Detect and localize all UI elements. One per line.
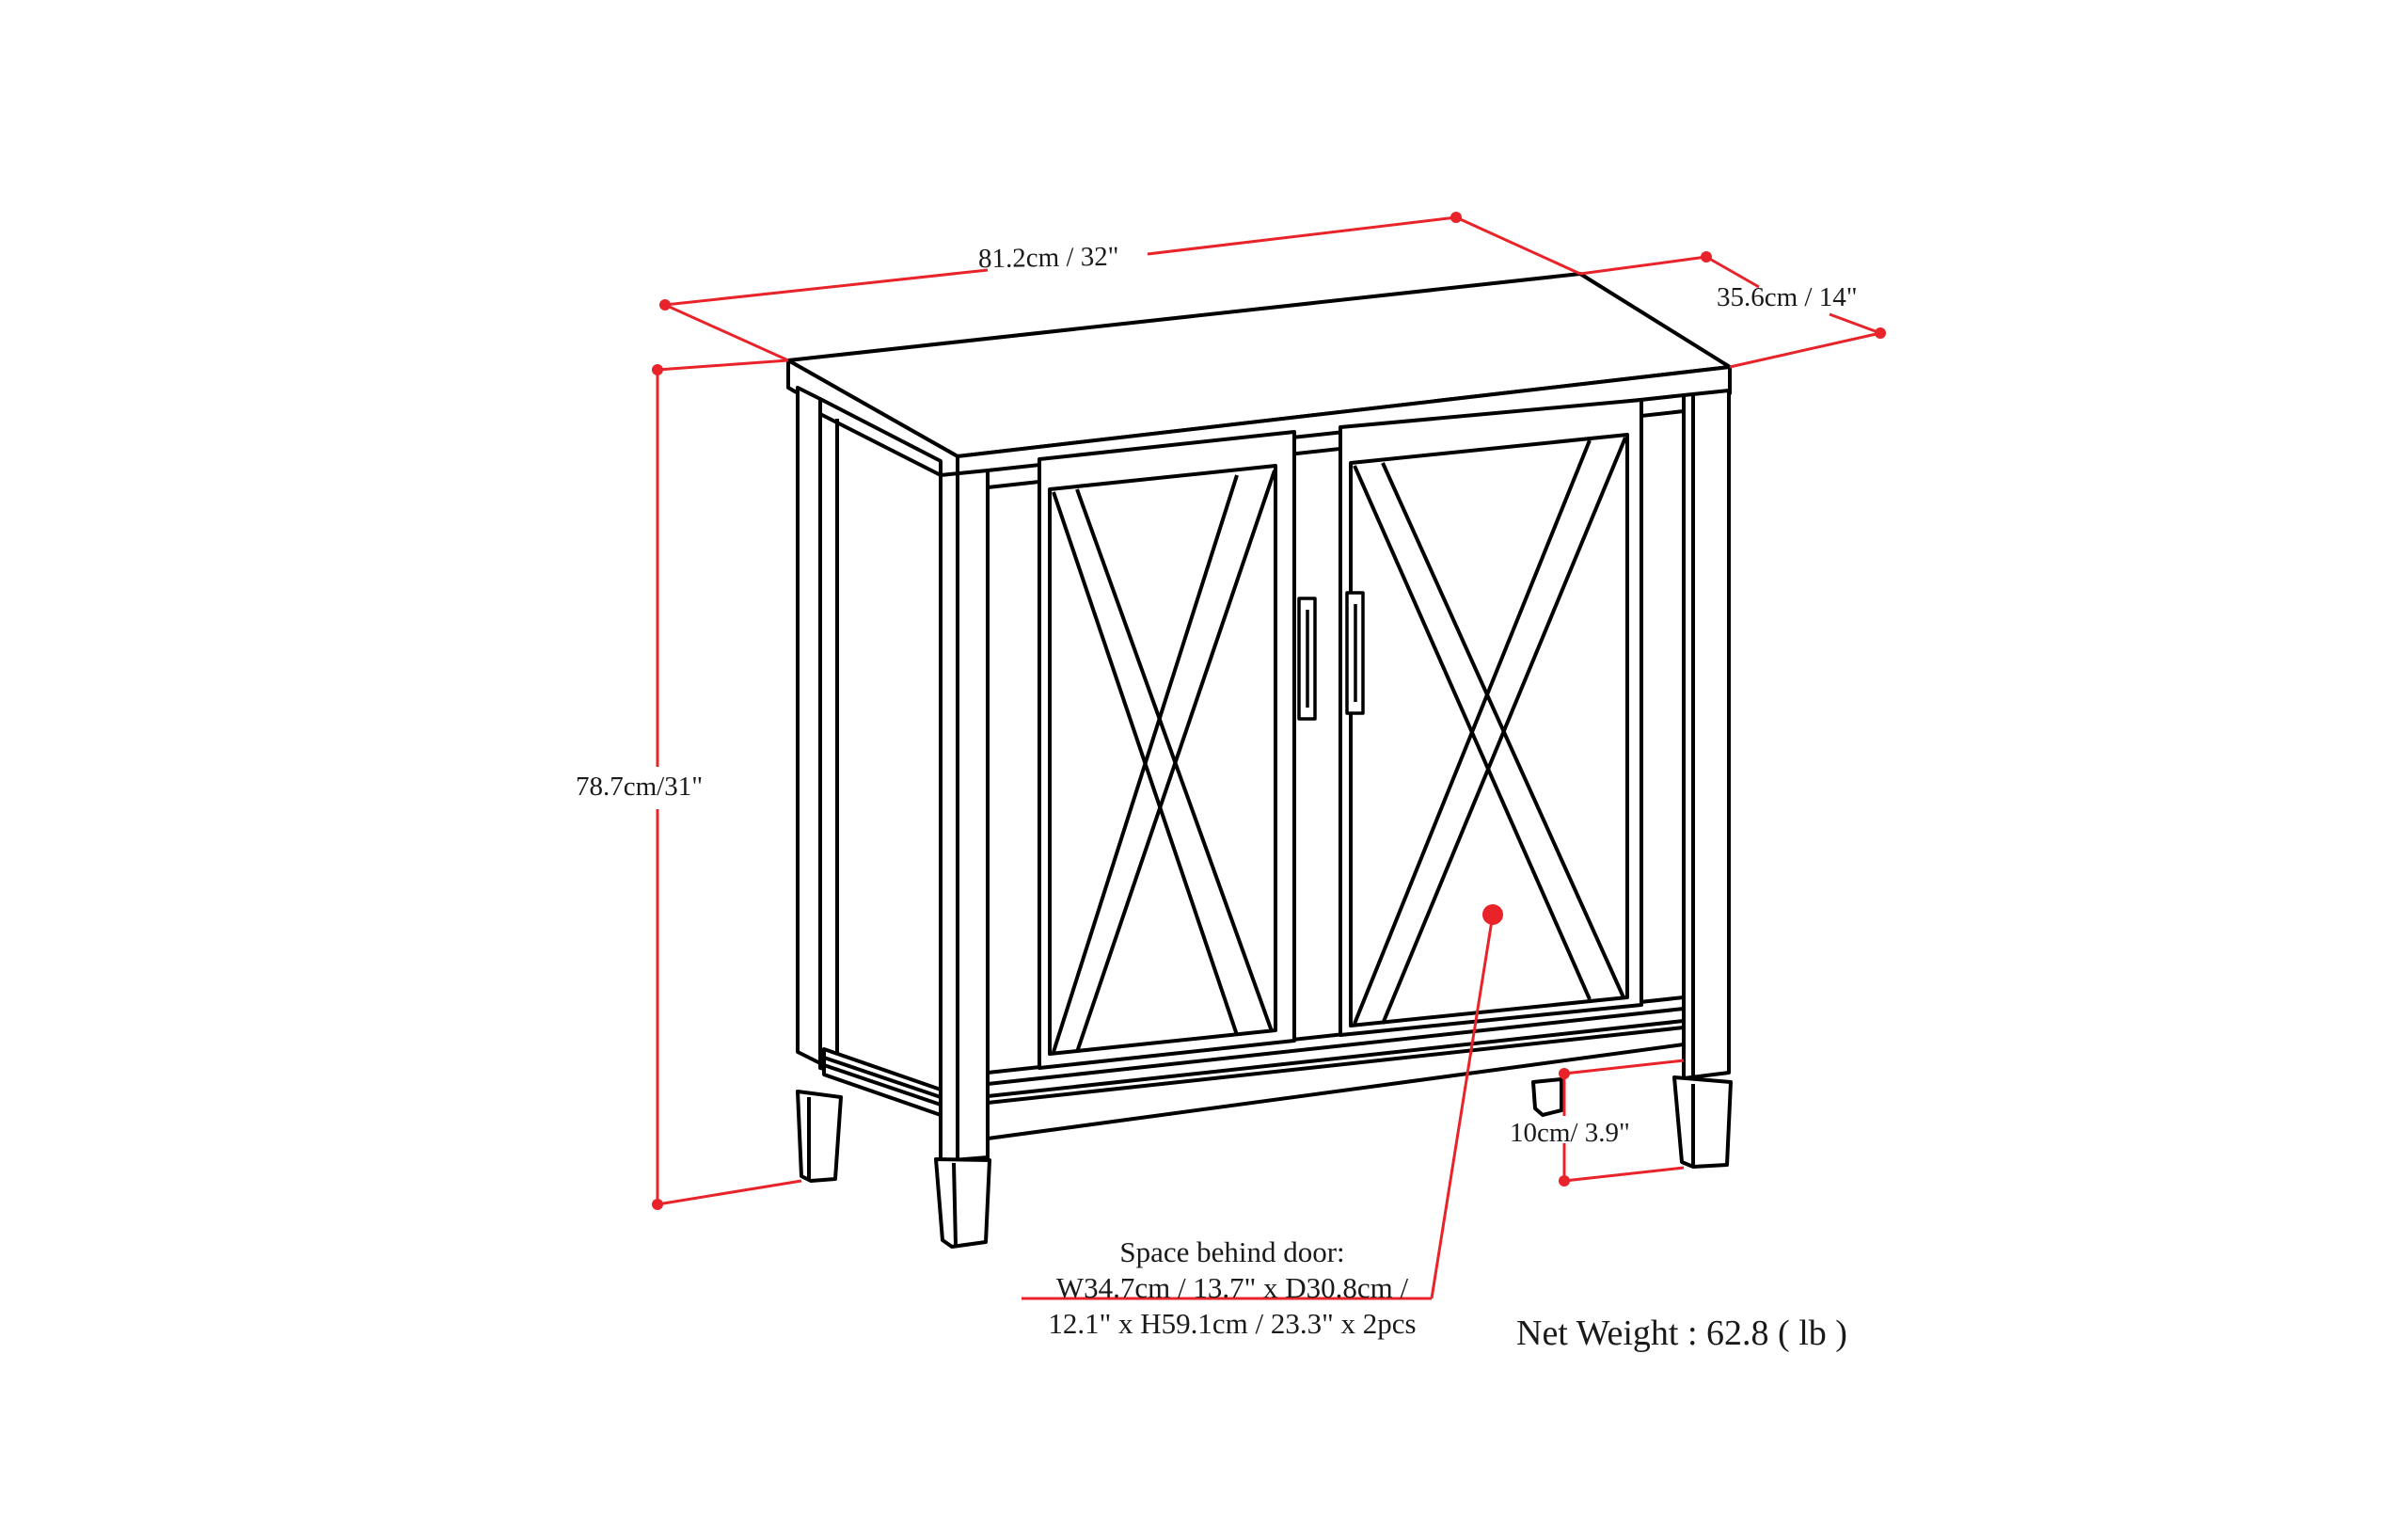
dimension-lines: [656, 215, 1881, 1300]
width-label: 81.2cm / 32": [977, 241, 1119, 275]
height-label: 78.7cm/31": [576, 772, 704, 802]
space-behind-door-line3: 12.1" x H59.1cm / 23.3" x 2pcs: [1048, 1307, 1417, 1340]
door-space-marker: [1482, 904, 1503, 925]
right-door-handle: [1345, 591, 1365, 715]
space-behind-door-note: Space behind door: W34.7cm / 13.7" x D30…: [1025, 1234, 1439, 1342]
dimension-endpoints: [652, 212, 1886, 1210]
left-door-handle: [1297, 597, 1317, 721]
depth-label: 35.6cm / 14": [1717, 282, 1858, 312]
space-behind-door-line2: W34.7cm / 13.7" x D30.8cm /: [1055, 1271, 1409, 1304]
space-behind-door-title: Space behind door:: [1119, 1235, 1345, 1268]
cabinet-outline: [786, 272, 1733, 1249]
net-weight-label: Net Weight : 62.8 ( lb ): [1516, 1314, 1847, 1353]
clearance-label: 10cm/ 3.9": [1510, 1118, 1630, 1148]
